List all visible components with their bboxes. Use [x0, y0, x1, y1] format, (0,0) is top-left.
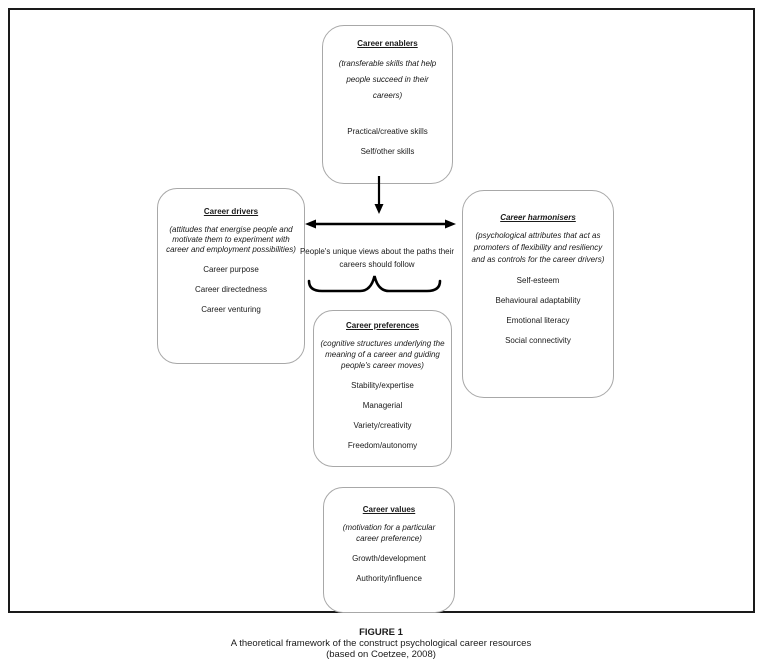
list-item: Career purpose — [203, 265, 259, 274]
box-title-career-preferences: Career preferences — [346, 321, 419, 330]
box-description: (psychological attributes that act as pr… — [471, 231, 605, 264]
list-item: Career venturing — [201, 305, 261, 314]
box-career-drivers: Career drivers (attitudes that energise … — [157, 188, 305, 364]
box-description: (motivation for a particular career pref… — [342, 523, 436, 543]
box-item-list: Career purpose Career directedness Caree… — [158, 265, 304, 315]
figure-caption: FIGURE 1 A theoretical framework of the … — [0, 627, 762, 660]
list-item: Freedom/autonomy — [347, 441, 418, 450]
box-career-enablers: Career enablers (transferable skills tha… — [322, 25, 453, 184]
box-item-list: Practical/creative skills Self/other ski… — [323, 127, 452, 157]
center-note: People's unique views about the paths th… — [299, 247, 455, 269]
box-description: (transferable skills that help people su… — [338, 59, 437, 100]
box-item-list: Self-esteem Behavioural adaptability Emo… — [463, 276, 613, 346]
list-item: Career directedness — [194, 285, 268, 294]
list-item: Authority/influence — [356, 574, 422, 583]
list-item: Variety/creativity — [353, 421, 412, 430]
list-item: Stability/expertise — [351, 381, 414, 390]
double-arrow-icon — [305, 219, 456, 229]
box-description: (attitudes that energise people and moti… — [166, 225, 296, 254]
box-career-values: Career values (motivation for a particul… — [323, 487, 455, 613]
box-item-list: Stability/expertise Managerial Variety/c… — [314, 381, 451, 451]
list-item: Managerial — [362, 401, 403, 410]
list-item: Growth/development — [352, 554, 426, 563]
box-career-harmonisers: Career harmonisers (psychological attrib… — [462, 190, 614, 398]
list-item: Practical/creative skills — [347, 127, 428, 136]
figure-frame: Career enablers (transferable skills tha… — [8, 8, 755, 613]
list-item: Behavioural adaptability — [495, 296, 581, 305]
box-career-preferences: Career preferences (cognitive structures… — [313, 310, 452, 467]
figure-label: FIGURE 1 — [359, 627, 403, 638]
box-description: (cognitive structures underlying the mea… — [320, 339, 445, 370]
box-title-career-drivers: Career drivers — [203, 207, 259, 216]
list-item: Emotional literacy — [506, 316, 570, 325]
list-item: Social connectivity — [505, 336, 571, 345]
box-title-career-enablers: Career enablers — [357, 39, 418, 48]
figure-caption-source: (based on Coetzee, 2008) — [326, 649, 436, 660]
box-title-career-values: Career values — [362, 505, 416, 514]
box-item-list: Growth/development Authority/influence — [324, 554, 454, 584]
list-item: Self/other skills — [360, 147, 415, 156]
curly-brace-icon — [307, 275, 442, 293]
box-title-career-harmonisers: Career harmonisers — [500, 213, 576, 222]
list-item: Self-esteem — [516, 276, 560, 285]
figure-caption-title: A theoretical framework of the construct… — [230, 638, 532, 649]
